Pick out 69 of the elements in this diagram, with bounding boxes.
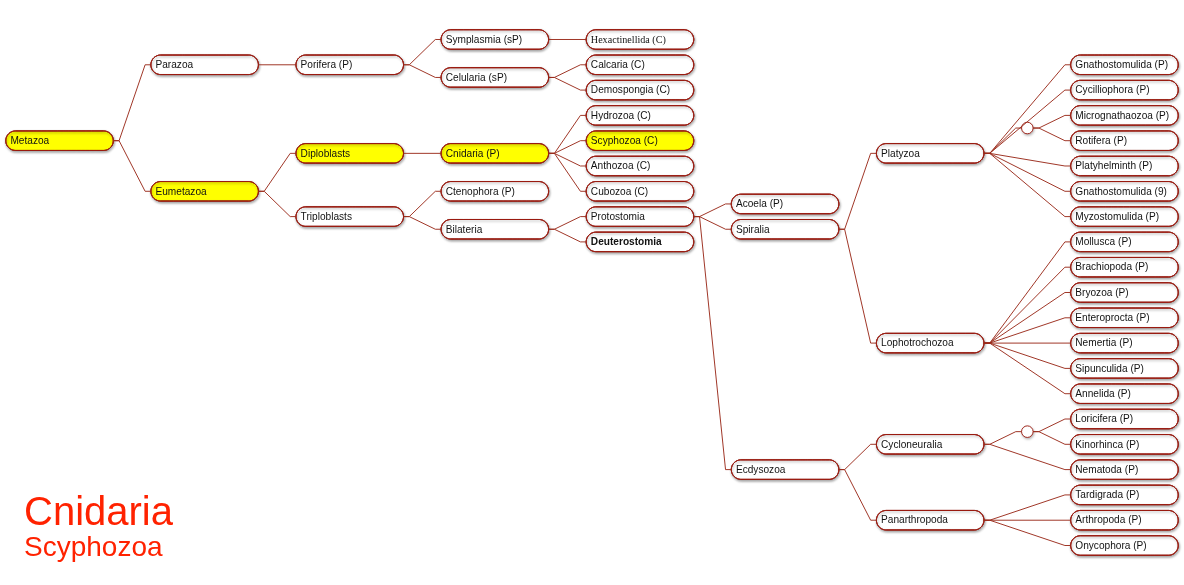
taxon-box: Brachiopoda (P) <box>1070 256 1179 278</box>
branch-line <box>112 140 152 192</box>
junction-circle <box>1021 121 1034 135</box>
taxon-box: Triploblasts <box>295 206 404 227</box>
taxon-box: Deuterostomia <box>585 231 695 253</box>
taxon-box: Ecdysozoa <box>730 459 840 480</box>
branch-line <box>548 152 587 192</box>
subtitle-text: Scyphozoa <box>24 531 163 561</box>
taxon-box: Bilateria <box>440 219 550 240</box>
taxon-box: Enteroprocta (P) <box>1070 307 1179 329</box>
branch-line <box>257 190 297 218</box>
taxon-box: Nemertia (P) <box>1070 332 1179 354</box>
branch-line <box>983 443 1072 471</box>
taxon-box: Bryozoa (P) <box>1070 282 1179 303</box>
taxon-box: Cnidaria (P) <box>440 143 550 164</box>
taxon-box: Spiralia <box>730 219 840 240</box>
taxon-box: Sipunculida (P) <box>1070 358 1179 379</box>
branch-line <box>548 76 587 91</box>
branch-line <box>693 216 732 471</box>
taxon-box: Cycloneuralia <box>875 434 985 455</box>
branch-line <box>838 469 877 521</box>
taxon-box: Platyzoa <box>875 143 985 164</box>
taxon-box: Porifera (P) <box>295 54 404 75</box>
taxon-box: Gnathostomulida (P) <box>1070 54 1179 75</box>
taxon-box: Kinorhinca (P) <box>1070 434 1179 455</box>
taxon-box: Cycilliophora (P) <box>1070 79 1179 101</box>
taxon-box: Metazoa <box>5 130 114 151</box>
taxon-box: Celularia (sP) <box>440 67 550 88</box>
branch-line <box>403 64 442 78</box>
branch-line <box>403 152 442 154</box>
taxon-box: Demospongia (C) <box>585 79 695 101</box>
branch-line <box>838 228 877 344</box>
taxon-box: Nematoda (P) <box>1070 459 1179 480</box>
taxon-box: Arthropoda (P) <box>1070 509 1179 531</box>
branch-line <box>983 519 1072 546</box>
taxon-box: Acoela (P) <box>730 193 840 215</box>
branch-line <box>548 228 587 243</box>
taxon-box: Panarthropoda <box>875 509 985 531</box>
taxon-box: Gnathostomulida (9) <box>1070 181 1179 202</box>
taxon-box: Annelida (P) <box>1070 383 1179 404</box>
taxon-box: Myzostomulida (P) <box>1070 206 1179 227</box>
taxon-box: Protostomia <box>585 206 695 227</box>
taxon-box: Loricifera (P) <box>1070 408 1179 430</box>
taxon-box: Cubozoa (C) <box>585 181 695 202</box>
branch-line <box>548 39 587 40</box>
taxon-box: Lophotrochozoa <box>875 332 985 354</box>
taxon-box: Onycophora (P) <box>1070 535 1179 556</box>
taxon-box: Scyphozoa (C) <box>585 130 695 151</box>
diagram-title: Cnidaria <box>24 489 173 532</box>
branch-line <box>403 216 442 230</box>
taxon-box: Diploblasts <box>295 143 404 164</box>
taxon-box: Mollusca (P) <box>1070 231 1179 253</box>
taxon-box: Micrognathaozoa (P) <box>1070 105 1179 126</box>
taxon-box: Parazoa <box>150 54 259 75</box>
taxon-box: Platyhelminth (P) <box>1070 155 1179 177</box>
branch-line <box>1032 127 1072 142</box>
taxon-box: Eumetazoa <box>150 181 259 202</box>
junction-circle <box>1021 425 1034 438</box>
taxon-box: Anthozoa (C) <box>585 155 695 177</box>
taxon-box: Hexactinellida (C) <box>585 29 695 50</box>
branch-line <box>983 152 1072 218</box>
taxon-box: Ctenophora (P) <box>440 181 550 202</box>
taxon-box: Calcaria (C) <box>585 54 695 75</box>
taxon-box: Symplasmia (sP) <box>440 29 550 50</box>
branch-line <box>1032 431 1072 445</box>
taxon-box: Rotifera (P) <box>1070 130 1179 151</box>
taxon-box: Hydrozoa (C) <box>585 105 695 126</box>
taxon-box: Tardigrada (P) <box>1070 484 1179 506</box>
branch-line <box>257 64 297 66</box>
